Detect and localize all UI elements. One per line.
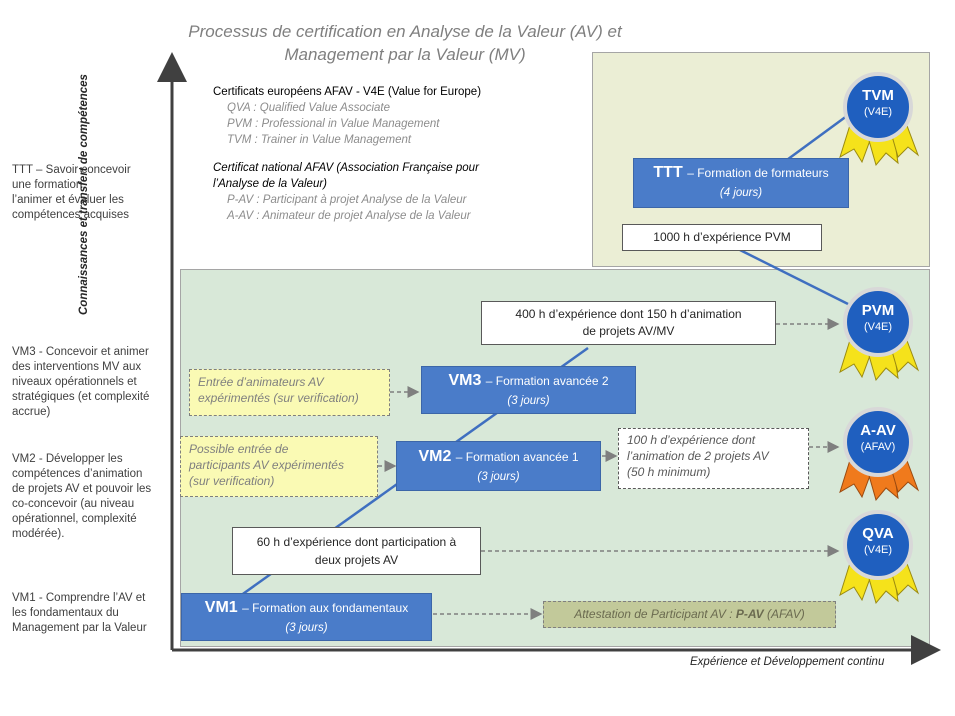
experience-100h-line1: 100 h d’expérience dont (627, 433, 756, 447)
experience-100h-line3: (50 h minimum) (627, 465, 711, 479)
entry-vm2-line1: Possible entrée de (189, 442, 289, 456)
entry-vm3: Entrée d’animateurs AV expérimentés (sur… (189, 369, 390, 416)
experience-400h-line2: de projets AV/MV (582, 324, 675, 338)
legend-tvm: TVM : Trainer in Value Management (227, 134, 412, 146)
medal-pvm (839, 287, 920, 382)
title-line-1: Processus de certification en Analyse de… (188, 22, 622, 41)
desc-ttt-line: une formation, (12, 179, 86, 191)
experience-60h-line2: deux projets AV (314, 553, 399, 567)
experience-60h: 60 h d’expérience dont participation à d… (232, 527, 481, 575)
legend-pvm: PVM : Professional in Value Management (227, 118, 440, 130)
medal-aav-org: (AFAV) (860, 441, 896, 453)
training-vm2-code: VM2 (418, 448, 452, 465)
medal-aav-label: A-AV (AFAV) (845, 422, 911, 454)
medal-qva (839, 510, 920, 605)
legend-nat-header-2: l’Analyse de la Valeur) (213, 178, 327, 190)
training-vm3: VM3 – Formation avancée 2 (3 jours) (421, 366, 636, 414)
experience-1000h: 1000 h d’expérience PVM (622, 224, 822, 251)
training-vm1: VM1 – Formation aux fondamentaux (3 jour… (181, 593, 432, 641)
desc-vm2: VM2 - Développer les compétences d’anima… (12, 452, 151, 542)
medal-tvm-org: (V4E) (863, 106, 893, 118)
desc-vm3-line: accrue) (12, 406, 51, 418)
legend-pav: P-AV : Participant à projet Analyse de l… (227, 194, 467, 206)
training-vm2: VM2 – Formation avancée 1 (3 jours) (396, 441, 601, 491)
medal-qva-code: QVA (862, 525, 894, 542)
desc-ttt-line: TTT – Savoir concevoir (12, 164, 131, 176)
training-vm1-code: VM1 (204, 599, 238, 616)
entry-vm2-line3: (sur verification) (189, 474, 275, 488)
y-axis-label: Connaissances et transfert de compétence… (78, 74, 90, 315)
desc-vm3-line: VM3 - Concevoir et animer (12, 346, 149, 358)
training-vm2-duration: (3 jours) (477, 471, 520, 483)
desc-vm2-line: compétences d’animation (12, 468, 143, 480)
diagram-title: Processus de certification en Analyse de… (170, 20, 640, 66)
training-vm3-code: VM3 (448, 372, 482, 389)
legend-aav: A-AV : Animateur de projet Analyse de la… (227, 210, 471, 222)
desc-vm3: VM3 - Concevoir et animer des interventi… (12, 345, 149, 420)
medal-pvm-label: PVM (V4E) (845, 302, 911, 334)
desc-vm1-line: VM1 - Comprendre l’AV et (12, 592, 146, 604)
desc-vm2-line: opérationnel, complexité (12, 513, 137, 525)
desc-vm2-line: de projets AV et pouvoir les (12, 483, 152, 495)
desc-vm2-line: co-concevoir (au niveau (12, 498, 135, 510)
experience-60h-line1: 60 h d’expérience dont participation à (256, 535, 457, 549)
desc-ttt-line: l’animer et évaluer les (12, 194, 124, 206)
attestation-prefix: Attestation de Participant AV : (574, 607, 736, 621)
desc-vm2-line: VM2 - Développer les (12, 453, 123, 465)
desc-vm1-line: Management par la Valeur (12, 622, 147, 634)
medal-tvm-label: TVM (V4E) (845, 87, 911, 119)
training-ttt-code: TTT (653, 164, 683, 181)
legend-euro-header: Certificats européens AFAV - V4E (Value … (213, 86, 482, 98)
medal-pvm-code: PVM (861, 302, 895, 319)
experience-400h: 400 h d’expérience dont 150 h d’animatio… (481, 301, 776, 345)
x-axis-label: Expérience et Développement continu (690, 656, 885, 668)
medal-aav-code: A-AV (860, 422, 896, 439)
medal-qva-org: (V4E) (863, 544, 893, 556)
entry-vm2-line2: participants AV expérimentés (189, 458, 344, 472)
attestation-suffix: (AFAV) (763, 607, 805, 621)
progress-line-3 (779, 108, 856, 167)
attestation-code: P-AV (735, 607, 764, 621)
desc-vm3-line: des interventions MV aux (12, 361, 142, 373)
desc-vm1: VM1 - Comprendre l’AV et les fondamentau… (12, 591, 147, 636)
legend: Certificats européens AFAV - V4E (Value … (213, 84, 481, 224)
medal-tvm (839, 72, 920, 167)
training-ttt-duration: (4 jours) (719, 187, 763, 199)
medal-tvm-code: TVM (862, 87, 894, 104)
experience-100h-line2: l’animation de 2 projets AV (627, 449, 769, 463)
legend-nat-header-1: Certificat national AFAV (Association Fr… (213, 162, 479, 174)
desc-vm3-line: stratégiques (et complexité (12, 391, 150, 403)
training-vm1-duration: (3 jours) (285, 622, 328, 634)
training-vm3-label: – Formation avancée 2 (485, 374, 609, 388)
medal-qva-label: QVA (V4E) (845, 525, 911, 557)
training-vm3-duration: (3 jours) (507, 395, 550, 407)
experience-400h-line1: 400 h d’expérience dont 150 h d’animatio… (515, 307, 742, 321)
desc-ttt: TTT – Savoir concevoir une formation, l’… (12, 163, 131, 223)
medal-aav (839, 407, 920, 502)
desc-ttt-line: compétences acquises (12, 209, 129, 221)
desc-vm1-line: les fondamentaux du (12, 607, 119, 619)
entry-vm3-line2: expérimentés (sur verification) (198, 391, 359, 405)
training-ttt: TTT – Formation de formateurs (4 jours) (633, 158, 849, 208)
title-line-2: Management par la Valeur (MV) (284, 45, 526, 64)
training-ttt-label: – Formation de formateurs (687, 166, 829, 180)
training-vm1-label: – Formation aux fondamentaux (242, 601, 409, 615)
medal-pvm-org: (V4E) (863, 321, 893, 333)
entry-vm2: Possible entrée de participants AV expér… (180, 436, 378, 497)
attestation-pav: Attestation de Participant AV : P-AV (AF… (543, 601, 836, 628)
desc-vm3-line: niveaux opérationnels et (12, 376, 137, 388)
experience-100h: 100 h d’expérience dont l’animation de 2… (618, 428, 809, 489)
entry-vm3-line1: Entrée d’animateurs AV (198, 375, 324, 389)
legend-qva: QVA : Qualified Value Associate (227, 102, 391, 114)
training-vm2-label: – Formation avancée 1 (455, 450, 579, 464)
desc-vm2-line: modérée). (12, 528, 65, 540)
progress-line-2 (739, 248, 851, 307)
